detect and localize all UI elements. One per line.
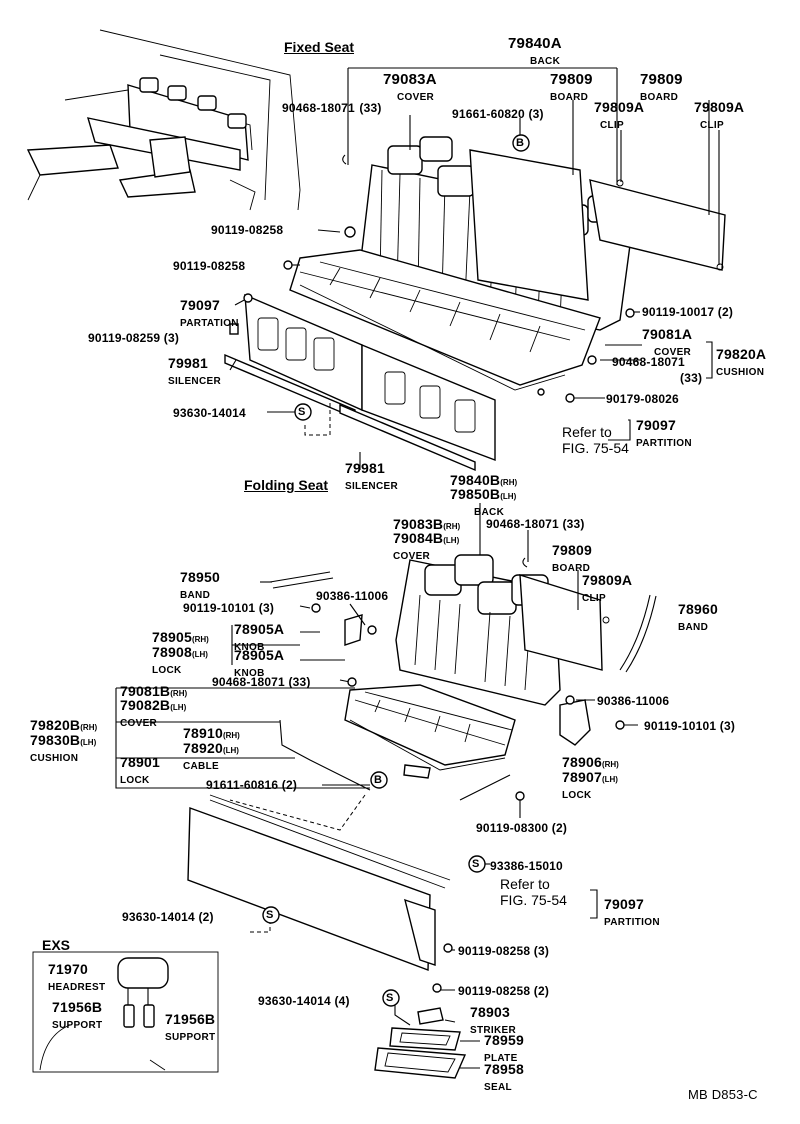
part-label: 90179-08026 <box>606 392 679 406</box>
fixed-seat-partition-drawing <box>224 293 496 472</box>
part-label: 78905(RH) <box>152 629 209 645</box>
part-label: 79820B(RH) <box>30 717 98 733</box>
section-title-exs: EXS <box>42 937 71 953</box>
diagram-code: MB D853-C <box>688 1087 758 1102</box>
section-title-folding-seat: Folding Seat <box>244 477 328 493</box>
part-label: 79081B(RH) <box>120 683 188 699</box>
part-label: 90386-11006 <box>597 694 670 708</box>
reference-text-folding-line2: FIG. 75-54 <box>500 892 567 908</box>
marker-b-top: B <box>516 137 525 149</box>
folding-seat-cushion-drawing <box>344 684 516 771</box>
part-label: 90119-08258 (3) <box>458 944 550 958</box>
fastener-symbols <box>229 154 635 993</box>
vehicle-overview-drawing <box>26 29 301 211</box>
part-label: 90119-10101 (3) <box>183 601 275 615</box>
leader-lines <box>115 67 720 1069</box>
part-label: 93630-14014 (4) <box>258 994 350 1008</box>
reference-text-folding-line1: Refer to <box>500 876 550 892</box>
marker-b-folding: B <box>374 774 383 786</box>
part-label: 79830B(LH)CUSHION <box>30 732 97 764</box>
part-label: 78920(LH)CABLE <box>183 740 239 772</box>
lock-and-band-drawing <box>269 571 657 801</box>
exs-box-drawing <box>32 951 219 1073</box>
part-label: 79850B(LH)BACK <box>450 486 517 518</box>
part-label: 93630-14014 (2) <box>122 910 214 924</box>
reference-text-fixed-line2: FIG. 75-54 <box>562 440 629 456</box>
marker-s-striker: S <box>386 992 394 1004</box>
part-label: 79083B(RH) <box>393 516 461 532</box>
marker-s-fixed: S <box>298 406 306 418</box>
striker-plate-seal-drawing <box>374 1007 467 1079</box>
part-label: 93630-14014 <box>173 406 246 420</box>
part-label: 90119-10101 (3) <box>644 719 736 733</box>
circle-markers <box>262 134 530 1007</box>
part-label: 90468-18071 (33) <box>486 517 585 531</box>
part-label: 79084B(LH)COVER <box>393 530 460 562</box>
part-label: 90119-08259 (3) <box>88 331 180 345</box>
part-label: 78910(RH) <box>183 725 240 741</box>
part-label: 91661-60820 (3) <box>452 107 544 121</box>
part-label: 79082B(LH)COVER <box>120 697 187 729</box>
marker-s-striker-right: S <box>472 858 480 870</box>
part-label: 93386-15010 <box>490 859 563 873</box>
fixed-seat-cushion-drawing <box>289 249 601 391</box>
part-label: 90468-18071 (33) <box>282 101 382 115</box>
reference-text-fixed-line1: Refer to <box>562 424 612 440</box>
part-label: 90468-18071(33) <box>612 355 703 385</box>
marker-s-partition: S <box>266 909 274 921</box>
part-label: 90119-08300 (2) <box>476 821 568 835</box>
section-title-fixed-seat: Fixed Seat <box>284 39 355 55</box>
part-label: 78906(RH) <box>562 754 619 770</box>
part-label: 91611-60816 (2) <box>206 778 298 792</box>
folding-seat-back-drawing <box>395 554 610 706</box>
part-label: 90386-11006 <box>316 589 389 603</box>
part-label: 90119-08258 (2) <box>458 984 550 998</box>
part-label: 78907(LH)LOCK <box>562 769 618 801</box>
part-label: 90119-08258 <box>173 259 246 273</box>
folding-seat-partition-drawing <box>187 794 451 972</box>
part-label: 90468-18071 (33) <box>212 675 311 689</box>
part-label: 90119-08258 <box>211 223 284 237</box>
fixed-seat-board-drawing <box>469 149 726 301</box>
part-label: 90119-10017 (2) <box>642 305 734 319</box>
part-label: 79840B(RH) <box>450 472 518 488</box>
part-label: 78908(LH)LOCK <box>152 644 208 676</box>
